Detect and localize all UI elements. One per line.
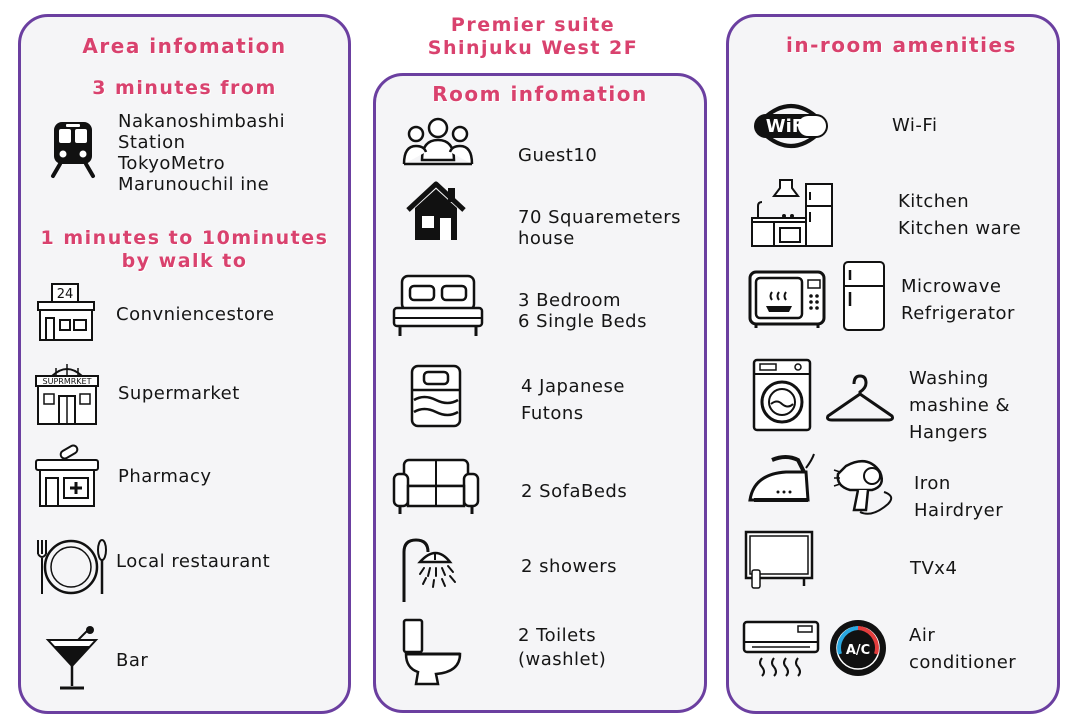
house-icon <box>404 180 468 240</box>
suite-title-line2: Shinjuku West 2F <box>427 37 639 59</box>
walk-heading-line2: by walk to <box>121 250 248 272</box>
wifi-icon: WiFi <box>754 98 828 154</box>
air-conditioner-icon <box>742 620 820 678</box>
supermarket-sign: SUPRMRKET <box>43 377 92 386</box>
sofa-icon <box>392 456 480 514</box>
room-item-guests-label: Guest10 <box>518 145 598 166</box>
area-item-supermarket-label: Supermarket <box>118 383 240 404</box>
room-item-bed-label: 3 Bedroom 6 Single Beds <box>518 290 647 332</box>
kitchen-icon <box>750 178 834 248</box>
train-icon <box>46 122 100 178</box>
amenity-iron-label: Iron Hairdryer <box>914 473 1004 521</box>
room-item-futon-label: 4 Japanese Futons <box>521 376 625 424</box>
amenity-tv-label: TVx4 <box>910 558 958 579</box>
amenity-ac-label: Air conditioner <box>909 625 1017 673</box>
wifi-logo-text: WiFi <box>766 116 811 137</box>
room-item-shower-label: 2 showers <box>521 556 618 577</box>
room-item-toilet-label: 2 Toilets (washlet) <box>518 625 607 670</box>
station-label: Nakanoshimbashi Station TokyoMetro Marun… <box>118 111 286 195</box>
area-item-restaurant-label: Local restaurant <box>116 551 271 572</box>
shower-icon <box>398 536 468 604</box>
pharmacy-icon <box>34 446 100 510</box>
amenity-wifi-label: Wi-Fi <box>892 115 938 136</box>
amenity-washing-label: Washing mashine & Hangers <box>909 368 1011 443</box>
iron-icon <box>746 452 816 508</box>
refrigerator-icon <box>842 260 886 332</box>
futon-icon <box>410 364 462 428</box>
room-item-house-label: 70 Squaremeters house <box>518 207 682 249</box>
hanger-icon <box>824 374 896 424</box>
hairdryer-icon <box>832 456 900 520</box>
area-item-pharmacy-label: Pharmacy <box>118 466 212 487</box>
supermarket-icon: SUPRMRKET <box>32 364 102 428</box>
ac-badge-text: A/C <box>846 643 870 658</box>
area-item-bar-label: Bar <box>116 650 149 671</box>
amenity-kitchen-label: Kitchen Kitchen ware <box>898 191 1022 239</box>
area-item-convenience-label: Convniencestore <box>116 304 275 325</box>
room-heading: Room infomation <box>432 82 648 106</box>
ac-badge-icon: A/C <box>830 620 886 676</box>
suite-title-line1: Premier suite <box>450 14 616 36</box>
walk-heading-line1: 1 minutes to 10minutes <box>40 227 329 249</box>
restaurant-icon <box>34 536 108 598</box>
guests-icon <box>402 116 474 170</box>
bed-icon <box>392 274 484 336</box>
cocktail-icon <box>46 626 98 692</box>
area-heading: Area infomation <box>82 34 287 58</box>
washing-machine-icon <box>752 358 812 432</box>
tv-icon <box>744 530 814 590</box>
toilet-icon <box>402 618 464 686</box>
room-item-sofa-label: 2 SofaBeds <box>521 481 628 502</box>
microwave-icon <box>748 270 826 328</box>
store-sign: 24 <box>57 287 74 302</box>
amenity-microwave-label: Microwave Refrigerator <box>901 276 1015 324</box>
amenities-heading: in-room amenities <box>786 33 1017 57</box>
convenience-store-icon: 24 <box>36 282 96 344</box>
area-subheading: 3 minutes from <box>92 77 277 99</box>
